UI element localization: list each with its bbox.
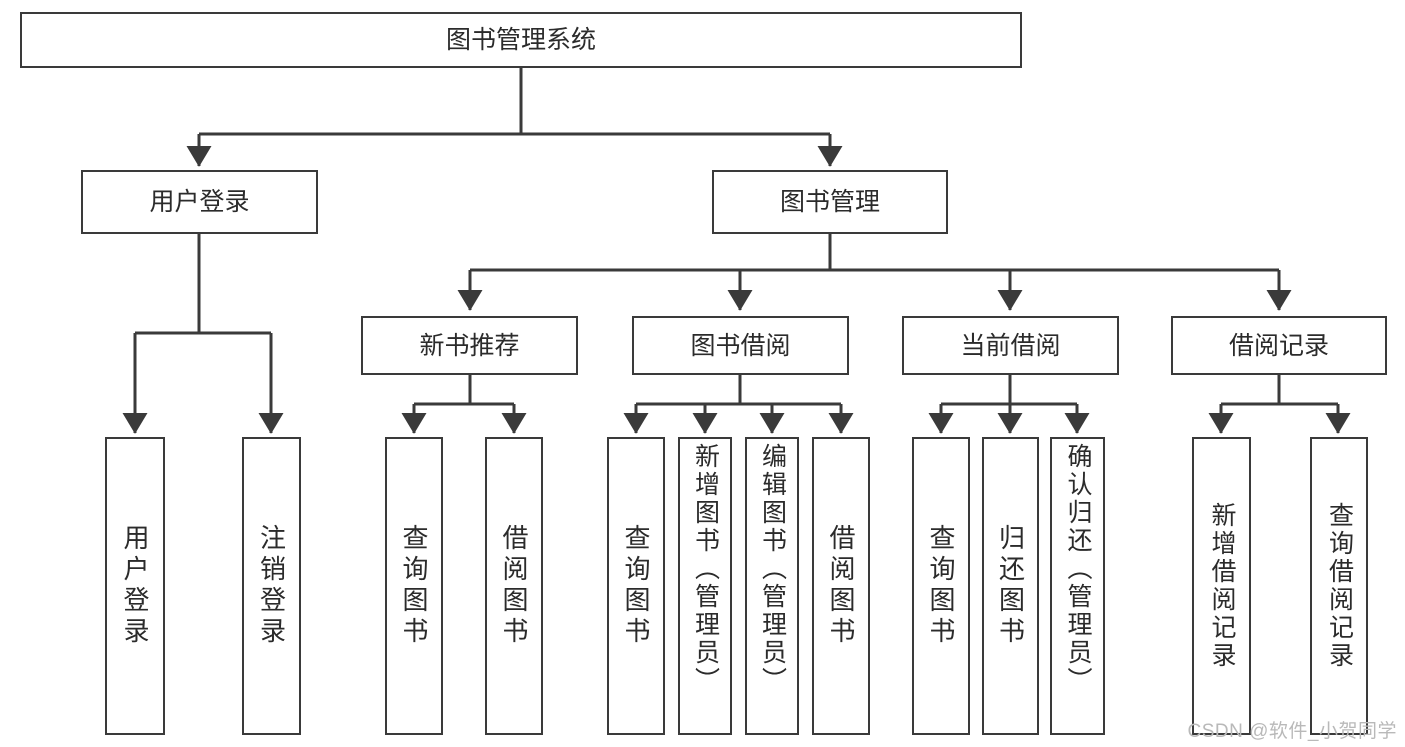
node-label: 借阅记录 [1228,331,1329,360]
node-leaf-borrow-book-recommend[interactable]: 借阅图书 [485,437,543,735]
node-label: 图书借阅 [690,331,791,360]
node-label: 新增图书（管理员） [691,443,720,695]
node-book-borrow[interactable]: 图书借阅 [632,316,849,375]
node-leaf-logout-login[interactable]: 注销登录 [242,437,301,735]
node-label: 用户登录 [120,524,150,648]
node-label: 图书管理 [779,188,880,216]
node-new-book-recommendation[interactable]: 新书推荐 [361,316,578,375]
node-label: 确认归还（管理员） [1064,443,1092,695]
node-leaf-query-book-recommend[interactable]: 查询图书 [385,437,443,735]
node-leaf-query-borrow-record[interactable]: 查询借阅记录 [1310,437,1368,735]
node-label: 编辑图书（管理员） [758,443,787,695]
node-label: 查询图书 [926,524,956,648]
node-leaf-borrow-book[interactable]: 借阅图书 [812,437,870,735]
node-label: 注销登录 [256,524,287,648]
node-leaf-return-book[interactable]: 归还图书 [982,437,1039,735]
node-label: 用户登录 [149,188,250,216]
node-label: 查询借阅记录 [1325,502,1354,670]
node-book-management[interactable]: 图书管理 [712,170,948,234]
node-leaf-add-borrow-record[interactable]: 新增借阅记录 [1192,437,1251,735]
node-label: 借阅图书 [499,524,529,648]
node-label: 借阅图书 [826,524,856,648]
node-user-login[interactable]: 用户登录 [81,170,318,234]
node-leaf-confirm-return-admin[interactable]: 确认归还（管理员） [1050,437,1105,735]
node-label: 新增借阅记录 [1208,502,1236,670]
node-label: 新书推荐 [419,331,520,360]
node-leaf-query-book-current[interactable]: 查询图书 [912,437,970,735]
node-label: 归还图书 [995,524,1026,648]
node-leaf-add-book-admin[interactable]: 新增图书（管理员） [678,437,732,735]
node-leaf-query-book-borrow[interactable]: 查询图书 [607,437,665,735]
node-label: 图书管理系统 [445,26,596,54]
node-label: 查询图书 [399,524,429,648]
node-leaf-edit-book-admin[interactable]: 编辑图书（管理员） [745,437,799,735]
node-label: 当前借阅 [960,331,1061,360]
node-root-book-management-system[interactable]: 图书管理系统 [20,12,1022,68]
csdn-watermark: CSDN @软件_小贺同学 [1187,721,1397,742]
node-current-borrow[interactable]: 当前借阅 [902,316,1119,375]
node-leaf-user-login[interactable]: 用户登录 [105,437,165,735]
node-borrow-record[interactable]: 借阅记录 [1171,316,1387,375]
node-label: 查询图书 [621,524,651,648]
